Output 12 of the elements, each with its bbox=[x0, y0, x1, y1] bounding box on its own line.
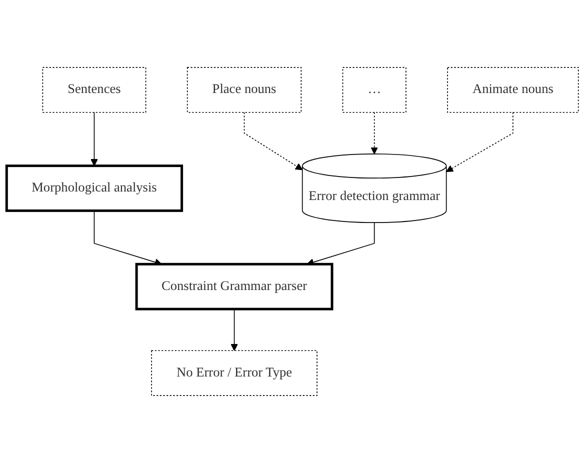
node-box: Constraint Grammar parser bbox=[135, 262, 334, 310]
node-box: Animate nouns bbox=[447, 67, 579, 113]
node-box: No Error / Error Type bbox=[151, 350, 318, 396]
arrow bbox=[244, 112, 303, 170]
arrow bbox=[230, 308, 238, 351]
node-box: Sentences bbox=[42, 67, 146, 113]
node-box: Morphological analysis bbox=[5, 164, 184, 212]
arrow bbox=[90, 112, 98, 166]
node-box: Place nouns bbox=[186, 67, 302, 113]
arrow bbox=[446, 112, 514, 172]
node-box: … bbox=[342, 67, 406, 113]
arrow bbox=[370, 112, 378, 154]
